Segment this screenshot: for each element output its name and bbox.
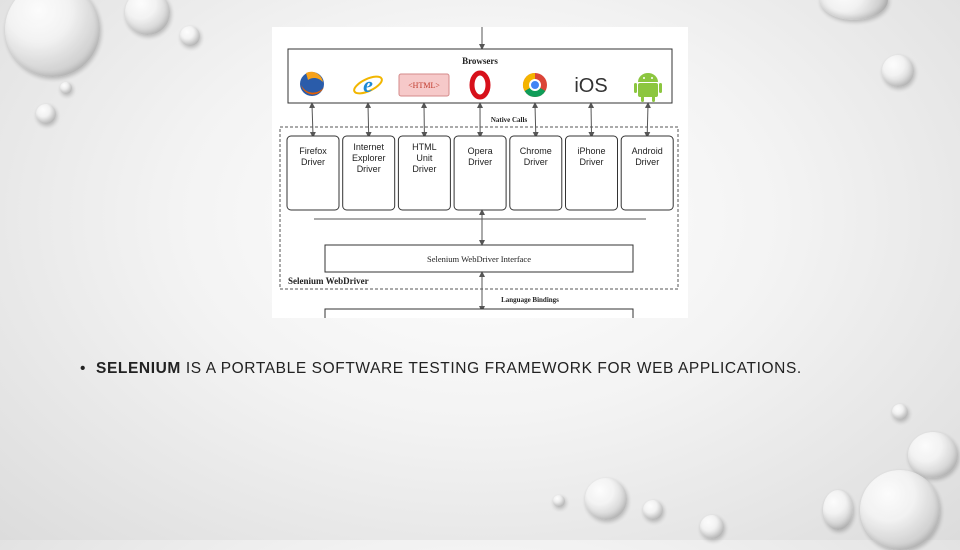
native-call-arrow [368,105,369,135]
browsers-label: Browsers [462,56,498,66]
diagram-canvas: Browsers e <HTML> iOS [272,27,688,318]
water-drop [820,0,888,20]
water-drop [585,478,627,520]
water-drop [643,500,663,520]
driver-label-line: Android [632,146,663,156]
water-drop [60,82,72,94]
driver-label-line: Driver [468,157,492,167]
driver-label-line: HTML [412,142,437,152]
native-call-arrow [312,105,313,135]
water-drop [882,55,914,87]
water-drop [180,26,200,46]
driver-label-line: Driver [357,164,381,174]
driver-label-line: Driver [635,157,659,167]
language-bindings-label: Language Bindings [501,296,559,304]
svg-text:e: e [363,72,373,97]
html-icon-label: <HTML> [408,81,440,90]
driver-label-line: Driver [412,164,436,174]
water-drop [823,490,853,530]
driver-label-line: Chrome [520,146,552,156]
native-call-arrow [591,105,592,135]
driver-label-line: Internet [353,142,384,152]
caption-bullet: • [80,360,86,377]
caption-bold-text: SELENIUM [96,360,181,377]
driver-label-line: Driver [524,157,548,167]
native-calls-label: Native Calls [491,116,528,124]
caption-line: • SELENIUM IS A PORTABLE SOFTWARE TESTING… [80,360,900,378]
water-drop [36,104,56,124]
water-drop [700,515,724,539]
language-bindings-box [325,309,633,318]
ios-icon: iOS [574,75,607,97]
driver-label-line: Firefox [299,146,327,156]
water-drop [553,495,565,507]
driver-label-line: Driver [301,157,325,167]
drivers-row: FirefoxDriverInternetExplorerDriverHTMLU… [287,105,673,210]
water-drop [125,0,170,35]
native-call-arrow [535,105,536,135]
driver-label-line: iPhone [577,146,605,156]
caption-text: IS A PORTABLE SOFTWARE TESTING FRAMEWORK… [181,360,802,377]
driver-label-line: Opera [468,146,493,156]
selenium-architecture-diagram: Browsers e <HTML> iOS [272,27,688,318]
driver-label-line: Explorer [352,153,386,163]
water-drop [5,0,100,77]
driver-label-line: Driver [580,157,604,167]
native-call-arrow [647,105,648,135]
water-drop [860,470,940,550]
chrome-icon [523,73,547,97]
selenium-webdriver-label: Selenium WebDriver [288,276,369,286]
water-drop [908,432,958,478]
driver-label-line: Unit [416,153,433,163]
water-drop [892,404,908,420]
html-icon: <HTML> [399,74,449,96]
webdriver-interface-label: Selenium WebDriver Interface [427,254,531,264]
